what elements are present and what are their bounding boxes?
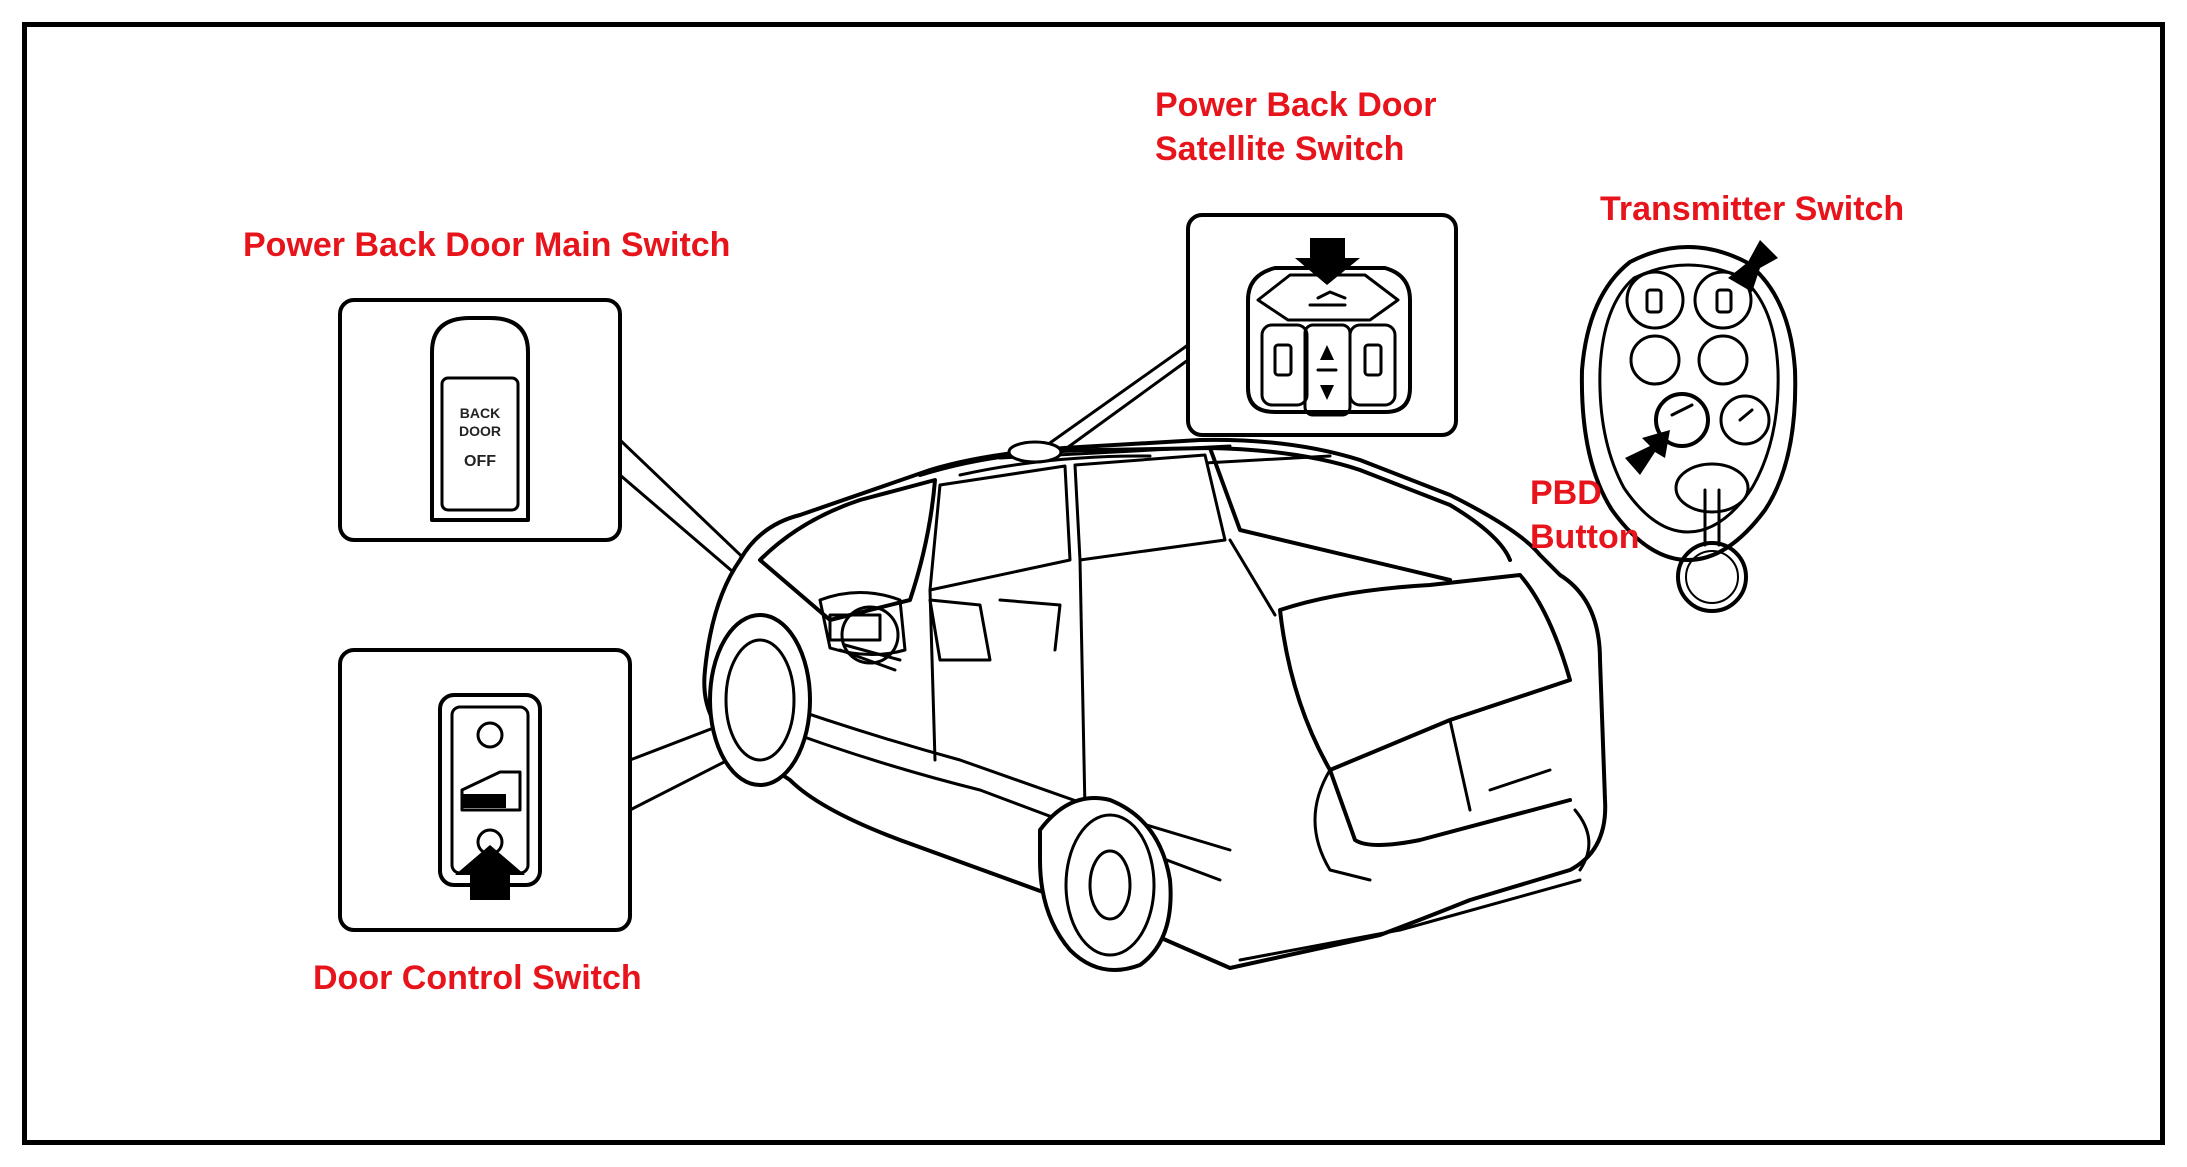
fob-pbd-button bbox=[1654, 392, 1710, 448]
satellite-switch-inset bbox=[1186, 213, 1458, 437]
label-pbd-line1: PBD bbox=[1530, 474, 1602, 512]
fob-panic-button bbox=[1719, 394, 1771, 446]
satellite-top-button bbox=[1256, 273, 1400, 322]
label-transmitter: Transmitter Switch bbox=[1600, 190, 1905, 228]
pbd-arrow bbox=[1625, 430, 1670, 475]
door-control-top-led bbox=[476, 721, 504, 749]
main-switch-inset bbox=[338, 298, 622, 542]
fob-lock-button bbox=[1625, 270, 1685, 330]
door-control-arrow bbox=[455, 845, 525, 900]
main-switch-body bbox=[430, 316, 530, 522]
transmitter-fob bbox=[1579, 245, 1798, 613]
door-control-inset bbox=[338, 648, 632, 932]
label-satellite-line1: Power Back Door bbox=[1155, 86, 1437, 124]
satellite-left-button bbox=[1260, 323, 1309, 407]
minivan bbox=[702, 437, 1608, 972]
satellite-arrow bbox=[1295, 238, 1360, 285]
label-satellite-line2: Satellite Switch bbox=[1155, 130, 1405, 168]
fob-key-ring bbox=[1676, 541, 1748, 613]
indicator-arrows bbox=[455, 238, 1778, 900]
label-pbd-line2: Button bbox=[1530, 518, 1640, 556]
fob-unlock-button bbox=[1693, 270, 1753, 330]
transmitter-arrow bbox=[1728, 240, 1778, 292]
fob-right-slide-button bbox=[1697, 334, 1749, 386]
main-switch-line3: OFF bbox=[464, 453, 496, 470]
main-switch-line1: BACK bbox=[460, 405, 500, 421]
rear-wheel bbox=[1038, 796, 1173, 972]
main-switch-line2: DOOR bbox=[459, 423, 501, 439]
fob-left-slide-button bbox=[1629, 334, 1681, 386]
label-main-switch: Power Back Door Main Switch bbox=[243, 226, 731, 264]
label-door-control: Door Control Switch bbox=[313, 959, 642, 997]
main-switch-face bbox=[440, 376, 520, 512]
satellite-center-button bbox=[1303, 323, 1352, 417]
